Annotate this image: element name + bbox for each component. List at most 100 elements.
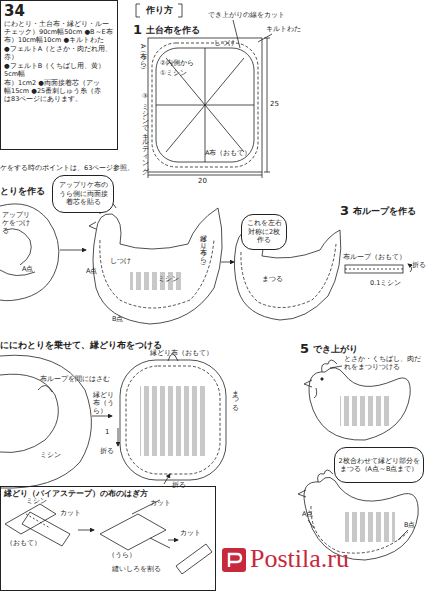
- annotation-label: 縁どり布（うら）: [198, 230, 206, 258]
- step-heading: 土台布を作る: [146, 25, 200, 36]
- annotation-label: 折る: [172, 482, 186, 490]
- fold-arrow: [164, 474, 170, 484]
- step-arrow: [78, 530, 94, 531]
- annotation-label: カット: [150, 500, 171, 508]
- annotation-label: ③ミシンでキルティング: [140, 92, 148, 170]
- annotation-label: ②内側から: [160, 60, 194, 68]
- node-text: 2枚合わせて縁どり部分をまつる（A点～B点まで）: [338, 457, 420, 474]
- annotation-label: ミシン: [26, 498, 47, 506]
- section-heading: 34: [4, 3, 114, 20]
- point-label: A点: [22, 266, 33, 274]
- annotation-label: 布ループ（おもて）: [343, 254, 406, 262]
- annotation-label: 布ループを間にはさむ: [40, 376, 110, 384]
- annotation-label: キルトわた: [266, 26, 301, 34]
- node-text: 布）10cm幅10cm ●キルトわた: [4, 36, 114, 44]
- watermark-logo-mark: [229, 554, 241, 567]
- chicken-comb: [304, 360, 337, 398]
- step-heading: でき上がり: [313, 344, 358, 355]
- annotation-label: 縫いしろを割る: [112, 566, 161, 574]
- annotation-label: 折る: [412, 262, 426, 270]
- point-label: A点: [86, 268, 97, 276]
- annotation-label: しつけ: [110, 258, 131, 266]
- fabric-loop: [345, 265, 403, 273]
- node-text: にわとり・土台布・縁どり・ルー: [4, 20, 114, 28]
- leader-line: [308, 520, 408, 540]
- applique-detail: [0, 229, 35, 276]
- bias-strip: [176, 544, 212, 574]
- node-text: ●フェルトB（くちばし用、黄）5cm幅: [4, 62, 114, 79]
- step-arrow: [92, 416, 112, 417]
- callout-bubble: 2枚合わせて縁どり部分をまつる（A点～B点まで）: [334, 447, 424, 483]
- chicken-partial: [0, 374, 58, 452]
- annotation-label: まつる: [262, 276, 283, 284]
- chicken-eye: [321, 378, 323, 380]
- check-fabric: [345, 512, 395, 542]
- dimension-line: [264, 38, 270, 172]
- point-label: B点: [404, 522, 415, 530]
- step-number: 1: [133, 22, 142, 38]
- potholder-outline: [120, 360, 226, 480]
- node-text: これを左右対称に2枚作る: [245, 219, 283, 244]
- annotation-label: しつけ: [214, 40, 235, 48]
- annotation-label: A布（うら）: [138, 44, 146, 62]
- bias-strip: [5, 504, 56, 534]
- check-fabric: [140, 386, 206, 456]
- watermark-logo: [222, 548, 246, 572]
- binding-line: [126, 366, 220, 474]
- annotation-label: ミシン: [158, 276, 179, 284]
- step-number: 5: [300, 341, 309, 357]
- finish-line: [156, 48, 254, 162]
- node-text: ●フェルトA（とさか・肉だれ用、赤）: [4, 45, 114, 62]
- annotation-label: とさか・くちばし、肉だれをまつりつける: [344, 356, 424, 372]
- chicken-finished: [309, 368, 410, 440]
- annotation-label: まつる: [230, 385, 238, 406]
- node-text: は83ページにあります。: [4, 95, 114, 103]
- check-fabric: [130, 272, 182, 290]
- check-fabric: [340, 396, 392, 426]
- step-arrow: [60, 250, 86, 251]
- dimension-label: 20: [198, 177, 207, 185]
- annotation-label: でき上がりの線をカット: [208, 12, 285, 20]
- node-text: アップリケ布のうら側に両面接着芯を貼る: [56, 181, 110, 206]
- step-number: 1: [105, 428, 109, 436]
- binding-strip: [100, 240, 214, 308]
- step-heading: とりを作る: [0, 186, 45, 197]
- point-label: B点: [112, 316, 123, 324]
- chicken-outline: [93, 208, 222, 324]
- annotation-label: （うら）: [108, 552, 136, 560]
- basting-line: [152, 43, 258, 167]
- callout-bubble: アップリケ布のうら側に両面接着芯を貼る: [52, 175, 114, 213]
- node-text: 幅15cm ●25番刺しゅう糸（赤: [4, 87, 114, 95]
- batting-outline: [148, 38, 262, 172]
- annotation-label: 縁どり布（おもて）: [150, 350, 213, 358]
- point-label: A点: [302, 511, 313, 519]
- annotation-label: 縁どり布（うら）: [93, 392, 119, 415]
- annotation-label: アップリケをつける: [2, 212, 32, 235]
- binding-strip: [241, 244, 336, 308]
- step-number: 3: [340, 203, 349, 219]
- annotation-label: A布（おもて）: [205, 150, 251, 158]
- cut-line: [132, 500, 170, 548]
- watermark: Postila.ru: [250, 543, 349, 574]
- stitch-line: [345, 269, 403, 270]
- annotation-label: ミシン: [40, 452, 61, 460]
- chicken-comb: [298, 470, 333, 497]
- materials-box: 34にわとり・土台布・縁どり・ルーチェック）90cm幅50cm ●B～E布布）1…: [0, 0, 118, 150]
- stitch-line: [26, 514, 50, 528]
- annotation-label: 折る: [100, 448, 114, 456]
- quilting-lines: [156, 48, 254, 162]
- annotation-label: ①ミシン: [160, 70, 187, 78]
- annotation-label: カット: [60, 510, 81, 518]
- callout-bubble: これを左右対称に2枚作る: [241, 214, 287, 250]
- step-arrow: [221, 262, 234, 263]
- chicken-applique: [0, 204, 59, 301]
- leader-line: [330, 366, 342, 368]
- note-text: ケをする時のポイントは、63ページ参照。: [0, 165, 134, 173]
- fold-arrow: [408, 264, 412, 272]
- leader-line: [233, 20, 272, 48]
- dimension-label: 25: [270, 100, 279, 108]
- bias-strip: [100, 514, 166, 550]
- fold-arrow: [118, 428, 119, 446]
- annotation-label: （おもて）: [6, 540, 41, 548]
